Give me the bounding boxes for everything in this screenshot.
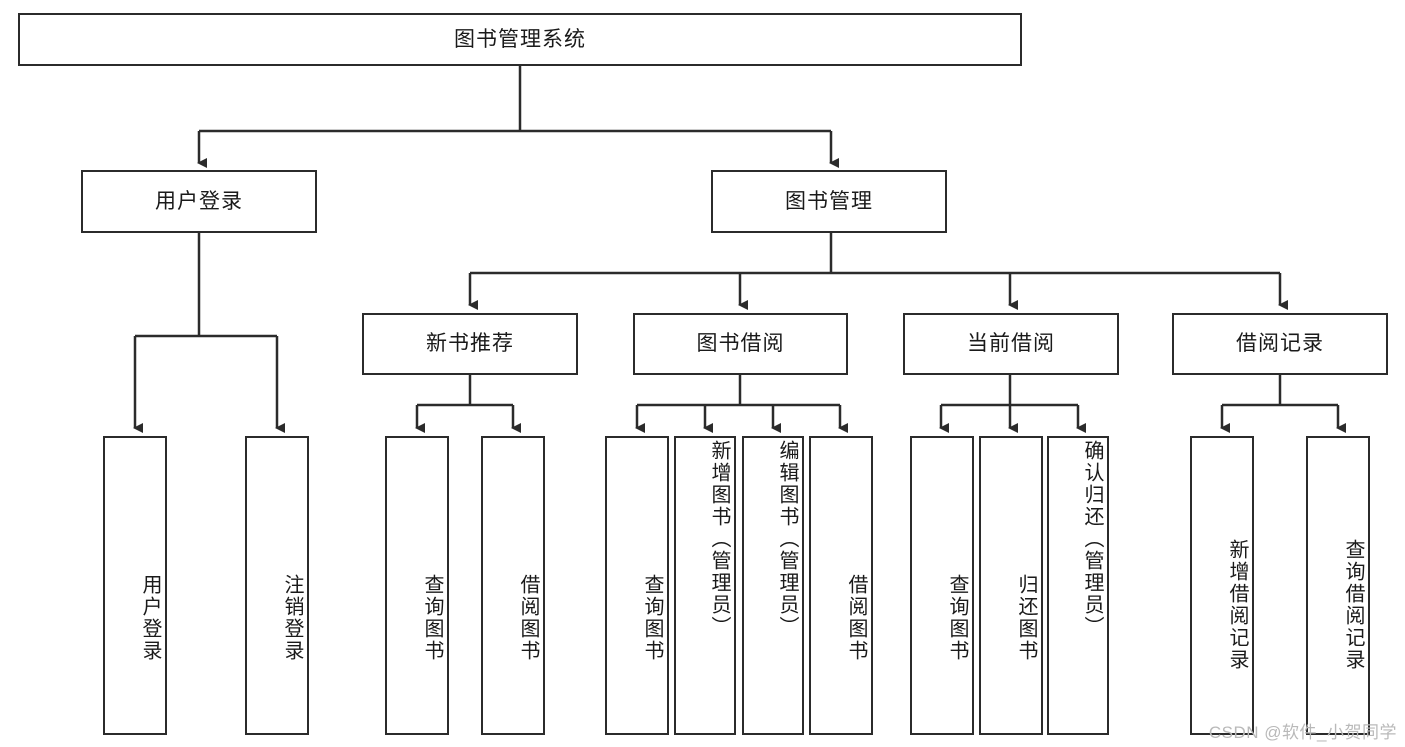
node-label: 借阅图书 <box>845 573 867 662</box>
leaf-query-book-recommend[interactable]: 查询图书 <box>385 436 449 735</box>
leaf-confirm-return-admin[interactable]: 确认归还（管理员） <box>1047 436 1109 735</box>
node-label: 新增借阅记录 <box>1226 538 1248 671</box>
node-label: 图书借阅 <box>696 332 785 356</box>
node-label: 查询图书 <box>946 573 968 662</box>
csdn-watermark: CSDN @软件_小贺同学 <box>1208 723 1397 742</box>
node-new-book-recommend[interactable]: 新书推荐 <box>362 313 578 375</box>
node-root-system[interactable]: 图书管理系统 <box>18 13 1022 66</box>
node-label: 用户登录 <box>139 573 161 662</box>
node-label: 图书管理 <box>785 189 873 213</box>
node-label: 借阅记录 <box>1236 332 1324 356</box>
node-label: 编辑图书（管理员） <box>776 440 798 638</box>
leaf-add-borrow-record[interactable]: 新增借阅记录 <box>1190 436 1254 735</box>
leaf-query-book-current[interactable]: 查询图书 <box>910 436 974 735</box>
node-label: 注销登录 <box>281 573 303 662</box>
leaf-user-login[interactable]: 用户登录 <box>103 436 167 735</box>
node-label: 查询图书 <box>641 573 663 662</box>
node-user-login[interactable]: 用户登录 <box>81 170 317 233</box>
leaf-query-book-borrow[interactable]: 查询图书 <box>605 436 669 735</box>
leaf-return-book[interactable]: 归还图书 <box>979 436 1043 735</box>
node-label: 新增图书（管理员） <box>708 440 730 638</box>
node-label: 图书管理系统 <box>454 27 586 51</box>
leaf-query-borrow-record[interactable]: 查询借阅记录 <box>1306 436 1370 735</box>
leaf-edit-book-admin[interactable]: 编辑图书（管理员） <box>742 436 804 735</box>
leaf-borrow-book[interactable]: 借阅图书 <box>809 436 873 735</box>
node-label: 归还图书 <box>1015 573 1037 662</box>
node-current-borrow[interactable]: 当前借阅 <box>903 313 1119 375</box>
node-book-borrow[interactable]: 图书借阅 <box>633 313 848 375</box>
node-label: 确认归还（管理员） <box>1081 440 1103 638</box>
node-label: 查询图书 <box>421 573 443 662</box>
node-label: 用户登录 <box>155 189 243 213</box>
node-label: 当前借阅 <box>967 332 1055 356</box>
leaf-add-book-admin[interactable]: 新增图书（管理员） <box>674 436 736 735</box>
node-label: 查询借阅记录 <box>1342 538 1364 671</box>
leaf-logout-login[interactable]: 注销登录 <box>245 436 309 735</box>
node-label: 新书推荐 <box>426 332 514 356</box>
node-book-management[interactable]: 图书管理 <box>711 170 947 233</box>
node-borrow-record[interactable]: 借阅记录 <box>1172 313 1388 375</box>
node-label: 借阅图书 <box>517 573 539 662</box>
leaf-borrow-book-recommend[interactable]: 借阅图书 <box>481 436 545 735</box>
